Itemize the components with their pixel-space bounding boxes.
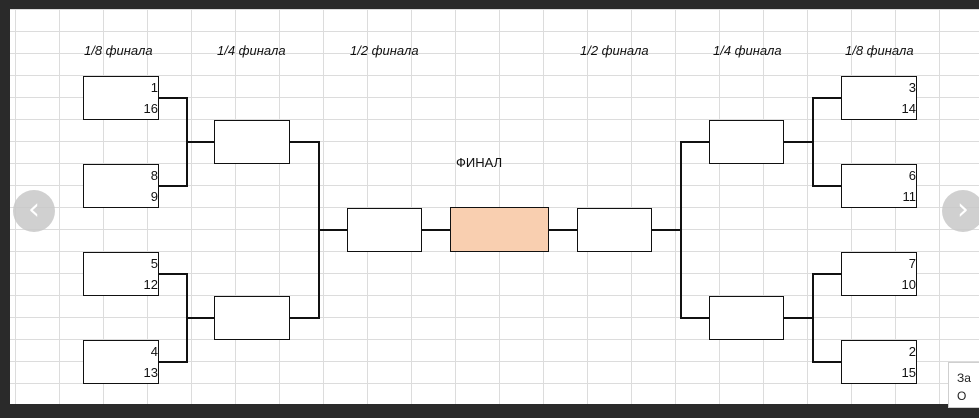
bracket-line [159,97,186,99]
seed-number: 1 [150,80,158,95]
match-box-right-r16-1: 3 14 [841,76,917,120]
bracket-line [680,317,709,319]
bracket-line [812,185,841,187]
stage-label-left-qf: 1/4 финала [217,43,286,58]
match-box-right-qf-2 [709,296,784,340]
bracket-line [159,361,186,363]
match-box-left-qf-1 [214,120,290,164]
seed-number: 6 [908,168,916,183]
final-label: ФИНАЛ [456,155,503,170]
tooltip-line: За [957,371,971,385]
seed-number: 3 [908,80,916,95]
seed-number: 13 [143,365,158,380]
match-box-right-r16-4: 2 15 [841,340,917,384]
bracket-line [812,97,814,187]
tooltip-popup: За О [948,362,979,408]
seed-number: 16 [143,101,158,116]
bracket-line [680,141,682,319]
match-box-right-r16-2: 6 11 [841,164,917,208]
seed-number: 9 [150,189,158,204]
stage-label-left-sf: 1/2 финала [350,43,419,58]
bracket-line [422,229,450,231]
seed-number: 15 [901,365,916,380]
bracket-line [186,317,214,319]
seed-number: 5 [150,256,158,271]
seed-number: 4 [150,344,158,359]
next-slide-button[interactable]: › [942,190,979,232]
match-box-left-r16-4: 4 13 [83,340,159,384]
bracket-line [680,141,709,143]
seed-number: 14 [901,101,916,116]
bracket-line [812,97,841,99]
match-box-left-r16-2: 8 9 [83,164,159,208]
match-box-left-sf [347,208,422,252]
bracket-line [812,273,841,275]
stage-label-right-r16: 1/8 финала [845,43,914,58]
match-box-left-qf-2 [214,296,290,340]
bracket-line [812,273,814,363]
match-box-left-r16-3: 5 12 [83,252,159,296]
stage-label-left-r16: 1/8 финала [84,43,153,58]
bottom-bar [0,404,979,418]
bracket-line [812,361,841,363]
bracket-line [652,229,680,231]
bracket-line [290,141,318,143]
seed-number: 12 [143,277,158,292]
bracket-line [186,141,214,143]
seed-number: 2 [908,344,916,359]
bracket-line [159,185,186,187]
bracket-line [784,317,812,319]
bracket-line [318,229,347,231]
chevron-left-icon: ‹ [28,192,40,227]
bracket-line [549,229,577,231]
match-box-right-sf [577,208,652,252]
stage-label-right-qf: 1/4 финала [713,43,782,58]
seed-number: 11 [902,189,917,204]
match-box-right-r16-3: 7 10 [841,252,917,296]
tooltip-line: О [957,389,967,403]
final-match-box [450,207,549,252]
match-box-right-qf-1 [709,120,784,164]
seed-number: 10 [901,277,916,292]
bracket-line [159,273,186,275]
tournament-bracket-sheet: 1/8 финала 1/4 финала 1/2 финала 1/2 фин… [10,9,979,404]
bracket-line [784,141,812,143]
stage-label-right-sf: 1/2 финала [580,43,649,58]
bracket-line [290,317,318,319]
seed-number: 8 [150,168,158,183]
seed-number: 7 [908,256,916,271]
prev-slide-button[interactable]: ‹ [13,190,55,232]
match-box-left-r16-1: 1 16 [83,76,159,120]
chevron-right-icon: › [957,192,969,227]
